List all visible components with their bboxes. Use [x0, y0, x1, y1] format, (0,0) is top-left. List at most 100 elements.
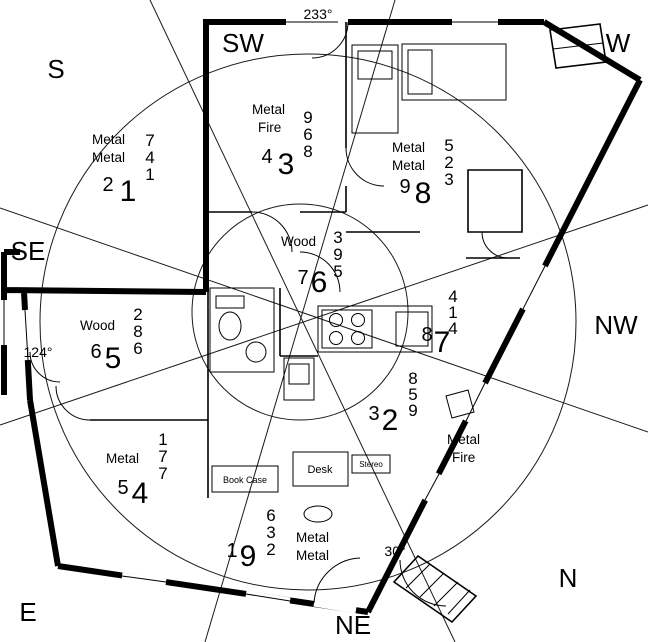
sector-northwest: 4 1 4 8 7 [421, 287, 457, 359]
sector-southeast: Wood 2 8 6 6 5 [80, 305, 143, 375]
sector-line-4 [0, 204, 648, 426]
sector-southeast-mid-star: 6 [90, 341, 101, 363]
ac-unit [445, 389, 475, 419]
door-arc-hall-1 [251, 211, 293, 253]
sector-east-element-0: Metal [106, 451, 139, 466]
door-arc-rear [399, 559, 447, 607]
sector-northeast-element-0: Metal [296, 530, 329, 545]
kitchen-counter [317, 305, 433, 353]
sector-east-star-0: 1 [158, 430, 167, 449]
sector-southwest-main-star: 3 [278, 148, 295, 181]
stove [321, 309, 373, 349]
outer-compass-circle [39, 53, 577, 591]
sector-southwest-element-0: Metal [252, 102, 285, 117]
sector-south: Metal Metal 7 4 1 2 1 [92, 131, 155, 208]
sector-east-star-1: 7 [158, 447, 167, 466]
sector-north-star-1: 5 [408, 385, 417, 404]
sector-south-mid-star: 2 [102, 174, 113, 196]
angle-label-left: 124° [24, 344, 53, 360]
sector-southwest-element-1: Fire [258, 120, 281, 135]
door-arc-top [311, 21, 349, 59]
sector-south-star-1: 4 [145, 148, 154, 167]
corner-window-bay [549, 23, 607, 69]
bed-single [351, 44, 399, 134]
sector-north-main-star: 2 [382, 404, 399, 437]
furniture-labels: Book Case Desk Stereo [223, 460, 383, 485]
sector-line-3 [0, 207, 648, 433]
sector-northeast-element-1: Metal [296, 548, 329, 563]
sector-southwest-star-0: 9 [303, 108, 312, 127]
fridge-inner [288, 363, 310, 385]
sector-east-main-star: 4 [132, 477, 149, 510]
door-arc-bedroom [345, 147, 385, 187]
compass-label-sw: SW [222, 28, 264, 58]
sector-north-star-0: 8 [408, 369, 417, 388]
sector-northeast-main-star: 9 [240, 540, 257, 573]
stairs [392, 554, 478, 624]
sector-west-main-star: 8 [415, 177, 432, 210]
sector-northeast-mid-star: 1 [226, 540, 237, 562]
compass-label-ne: NE [335, 610, 371, 640]
sector-east-mid-star: 5 [117, 477, 128, 499]
compass-label-s: S [47, 54, 64, 84]
door-arc-closet [481, 231, 509, 259]
stereo-rect [351, 454, 391, 474]
desk-rect [292, 451, 349, 487]
sector-west-mid-star: 9 [399, 176, 410, 198]
sector-south-star-2: 1 [145, 165, 154, 184]
sector-southwest-mid-star: 4 [261, 146, 272, 168]
sector-southwest-star-1: 6 [303, 125, 312, 144]
chair-oval [303, 505, 333, 523]
sector-northwest-star-0: 4 [448, 287, 457, 306]
sector-northeast-star-2: 2 [266, 540, 275, 559]
window-lines [3, 21, 546, 602]
sector-line-1 [149, 0, 456, 642]
sector-southwest: Metal Fire 9 6 8 4 3 [252, 102, 313, 181]
sector-west-star-2: 3 [444, 170, 453, 189]
compass-labels: S SW W SE NW E NE N 233° 124° 30° [11, 6, 638, 640]
exterior-walls [0, 18, 643, 615]
sector-southwest-star-2: 8 [303, 142, 312, 161]
stairs-outline [392, 554, 478, 624]
toilet-tank [215, 295, 245, 309]
sector-center-star-1: 9 [333, 245, 342, 264]
compass-label-n: N [559, 563, 578, 593]
toilet-bowl [218, 311, 242, 341]
bathroom-outline [209, 287, 275, 373]
fixtures [209, 23, 607, 624]
compass-label-w: W [606, 28, 631, 58]
bathroom-sink [245, 341, 267, 363]
sector-west-element-0: Metal [392, 140, 425, 155]
sector-east-star-2: 7 [158, 464, 167, 483]
fridge [283, 357, 315, 401]
sector-east: Metal 1 7 7 5 4 [106, 430, 168, 510]
sector-southeast-star-1: 8 [133, 322, 142, 341]
sector-northwest-mid-star: 8 [421, 324, 432, 346]
partition-walls [90, 22, 523, 498]
compass-label-se: SE [11, 236, 46, 266]
sector-west-star-0: 5 [444, 136, 453, 155]
sector-northwest-main-star: 7 [434, 326, 451, 359]
sector-center-star-0: 3 [333, 228, 342, 247]
sector-north-star-2: 9 [408, 401, 417, 420]
sector-center-mid-star: 7 [297, 267, 308, 289]
sector-south-main-star: 1 [120, 175, 137, 208]
bed-pillow [357, 50, 393, 80]
desk-label: Desk [307, 464, 333, 476]
sector-west-star-1: 2 [444, 153, 453, 172]
corner-window-line [552, 42, 604, 50]
sector-southeast-main-star: 5 [105, 342, 122, 375]
angle-label-top: 233° [304, 6, 333, 22]
bed-double-pillow [407, 49, 433, 95]
compass-label-nw: NW [594, 310, 638, 340]
sector-line-2 [204, 0, 396, 642]
sector-northeast-star-1: 3 [266, 523, 275, 542]
stove-burner [351, 331, 365, 345]
door-arc-hall-2 [299, 251, 341, 293]
door-arc-left-room [55, 385, 91, 421]
door-arc-front [313, 557, 361, 604]
sector-south-star-0: 7 [145, 131, 154, 150]
stove-burner [351, 313, 365, 327]
